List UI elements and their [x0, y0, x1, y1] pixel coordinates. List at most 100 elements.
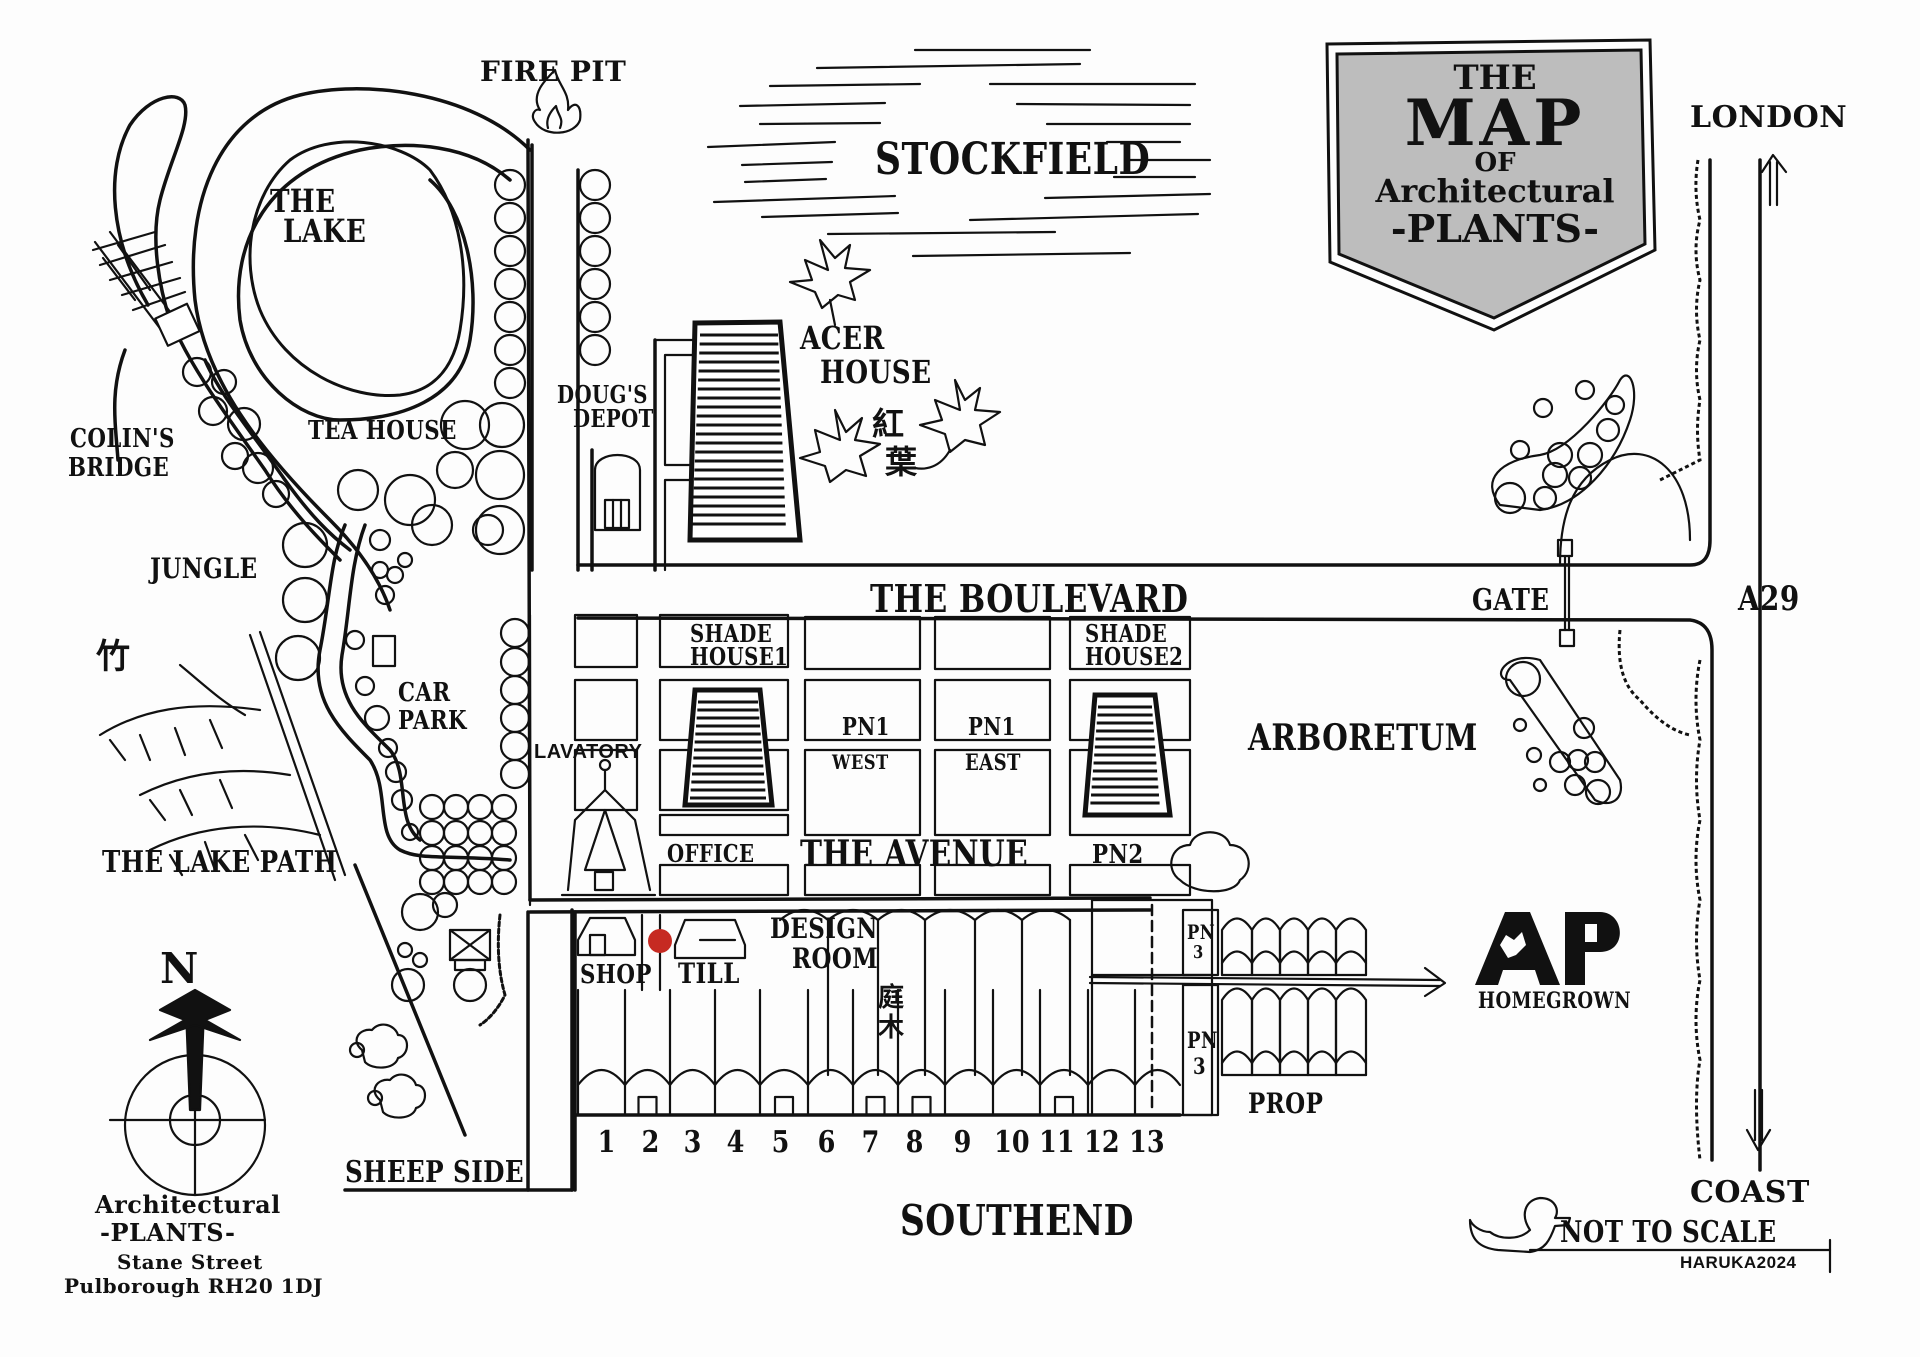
greenhouse-bay [806, 1069, 855, 1117]
stockfield-hatching [706, 48, 1212, 258]
label-shade-house-2b: HOUSE2 [1085, 642, 1184, 671]
label-pn3-top-1: PN [1187, 920, 1216, 944]
prop-greenhouse-arch [1250, 950, 1282, 965]
upper-arch [826, 908, 880, 922]
prop-greenhouse [1278, 987, 1310, 1077]
prop-greenhouse-arch [1250, 1050, 1282, 1065]
greenhouse-bay [851, 1069, 900, 1117]
upper-arch [1020, 908, 1072, 922]
sheep-side-field [343, 863, 574, 1192]
colins-bridge-drawing [91, 230, 201, 347]
greenhouse-bay [991, 1069, 1042, 1117]
tree-column-right [578, 168, 612, 367]
label-pn3-bottom-2: 3 [1193, 1054, 1206, 1080]
map-title: THE MAP OF Architectural -PLANTS- [1340, 44, 1650, 324]
label-colins-bridge-1: COLIN'S [70, 424, 175, 454]
label-car-park-1: CAR [398, 678, 451, 708]
prop-greenhouse [1334, 917, 1368, 977]
bay-number: 8 [905, 1125, 924, 1160]
label-garden-tree-kanji-2: 木 [878, 1013, 905, 1043]
arrow-to-coast-icon [1745, 1088, 1772, 1152]
bay-number: 7 [861, 1125, 880, 1160]
address-line-4: Pulborough RH20 1DJ [64, 1274, 323, 1298]
you-are-here-marker[interactable] [648, 929, 672, 953]
label-pn2: PN2 [1092, 840, 1144, 870]
label-london: LONDON [1690, 100, 1848, 135]
arrow-to-london-icon [1760, 153, 1788, 207]
arrow-to-homegrown-icon [1088, 966, 1447, 998]
bay-door [1053, 1095, 1075, 1117]
compass-north-label: N [160, 944, 199, 993]
label-coast: COAST [1690, 1175, 1810, 1210]
title-plants: -PLANTS- [1390, 206, 1600, 251]
address-line-3: Stane Street [117, 1250, 263, 1274]
bamboo-drawing [98, 630, 347, 882]
label-pn1-west-2: WEST [832, 750, 889, 774]
prop-greenhouse-arch [1334, 950, 1368, 965]
label-the-lake-1: THE [270, 182, 336, 220]
dougs-depot-building [590, 338, 657, 572]
prop-greenhouse [1334, 987, 1368, 1077]
label-acer-kanji-1: 紅 [872, 405, 905, 443]
bay-door [865, 1095, 886, 1117]
fire-pit-road [530, 143, 580, 572]
prop-greenhouse-arch [1278, 950, 1310, 965]
maple-leaf-icons [788, 238, 1002, 484]
address-line-2: -PLANTS- [100, 1218, 236, 1247]
bay-number: 1 [597, 1125, 616, 1160]
greenhouse-bay [1086, 1069, 1137, 1117]
address-line-1: Architectural [95, 1190, 281, 1219]
bay-door [911, 1095, 932, 1117]
greenhouse-bay [623, 1069, 672, 1117]
title-map: MAP [1404, 86, 1586, 161]
greenhouse-bay [713, 1069, 762, 1117]
prop-greenhouse-arch [1306, 950, 1338, 965]
tree-column-left [474, 168, 527, 556]
scale-line [1528, 1238, 1832, 1274]
label-dougs-depot-1: DOUG'S [557, 380, 648, 409]
prop-greenhouses [1220, 917, 1368, 1077]
label-office: OFFICE [667, 839, 755, 868]
till-building [673, 918, 747, 960]
shade-house-1-building [682, 687, 775, 808]
label-the-lake-2: LAKE [283, 212, 367, 250]
label-a29: A29 [1738, 579, 1800, 619]
label-homegrown: HOMEGROWN [1478, 988, 1632, 1014]
greenhouse-bay [943, 1069, 995, 1117]
bay-number: 11 [1039, 1125, 1075, 1160]
label-the-boulevard: THE BOULEVARD [870, 576, 1189, 621]
label-car-park-2: PARK [398, 706, 467, 736]
prop-greenhouse [1306, 987, 1338, 1077]
label-jungle: JUNGLE [150, 552, 258, 585]
duck-icon [1468, 1196, 1572, 1254]
car-park-tree-column [499, 613, 532, 907]
label-garden-tree-kanji-1: 庭 [878, 983, 905, 1013]
label-lavatory: LAVATORY [534, 741, 643, 763]
lavatory-building [560, 758, 657, 897]
upper-arch [778, 908, 830, 922]
bay-number: 12 [1084, 1125, 1120, 1160]
fire-pit-icon [531, 68, 582, 134]
prop-greenhouse-arch [1278, 1050, 1310, 1065]
label-pn1-west-1: PN1 [842, 712, 890, 741]
greenhouse-bays [576, 988, 1182, 1117]
label-design-room-2: ROOM [792, 942, 879, 975]
label-acer-house-1: ACER [800, 319, 885, 357]
prop-greenhouse [1306, 917, 1338, 977]
title-shield [1325, 38, 1657, 332]
label-the-lake-path: THE LAKE PATH [102, 845, 338, 880]
label-fire-pit: FIRE PIT [480, 55, 627, 88]
label-arboretum: ARBORETUM [1248, 717, 1478, 759]
prop-greenhouse-arch [1306, 1050, 1338, 1065]
car-park-planters [418, 793, 518, 896]
greenhouse-bay [896, 1069, 947, 1117]
greenhouse-bay [1038, 1069, 1090, 1117]
title-architectural: Architectural [1375, 172, 1615, 210]
the-boulevard-road [576, 158, 1762, 1172]
lake-path-trees [181, 356, 505, 552]
title-the: THE [1453, 58, 1537, 98]
label-stockfield: STOCKFIELD [875, 134, 1151, 185]
greenhouse-bay [1133, 1069, 1182, 1117]
ap-homegrown-logo [1475, 912, 1620, 985]
greenhouse-bay [758, 1069, 810, 1117]
